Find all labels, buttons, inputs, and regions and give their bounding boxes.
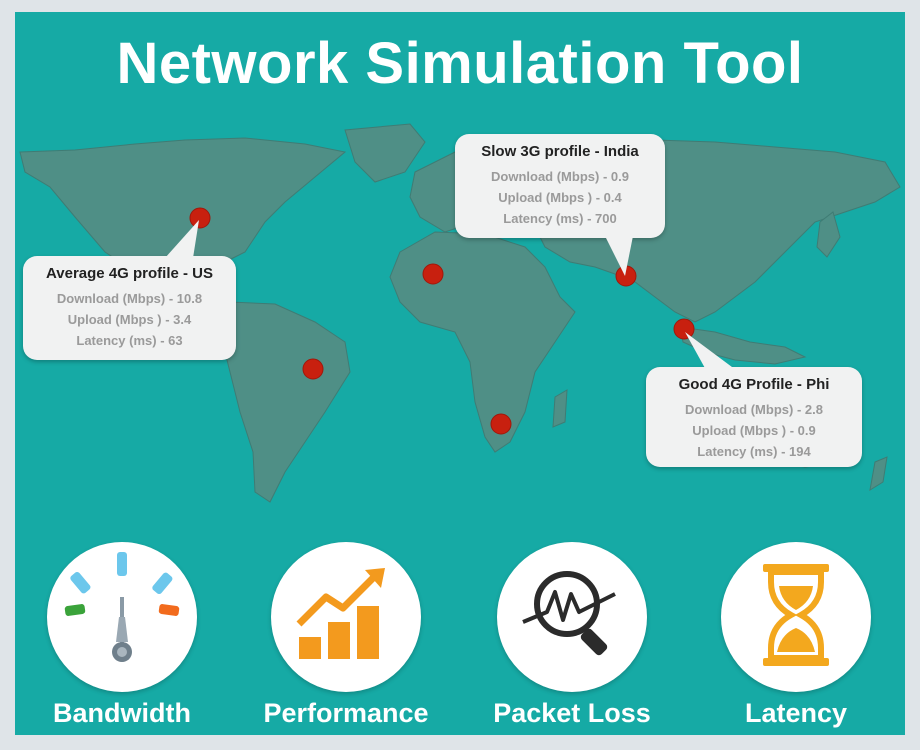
feature-label: Performance (263, 698, 429, 728)
page-title: Network Simulation Tool (116, 31, 804, 96)
profile-latency: Latency (ms) - 194 (697, 444, 811, 459)
continent-south-america (219, 301, 351, 503)
hourglass-icon (763, 564, 829, 666)
feature-icon-circle (721, 542, 871, 692)
continent-africa (389, 231, 576, 453)
feature-label: Latency (744, 698, 848, 728)
island-greenland (344, 123, 426, 183)
profile-heading: Slow 3G profile - India (481, 143, 639, 160)
speed-gauge-icon (64, 552, 180, 662)
location-marker-us (189, 207, 211, 229)
profile-download: Download (Mbps) - 10.8 (56, 291, 203, 306)
profile-callout-philippines: Good 4G Profile - Phi Download (Mbps) - … (646, 367, 862, 467)
feature-label: Bandwidth (53, 698, 191, 728)
island-japan (816, 211, 841, 258)
feature-icon-circle (47, 542, 197, 692)
feature-performance: Performance (241, 542, 451, 729)
callout-pointer-india (605, 236, 633, 276)
island-new-zealand (869, 456, 888, 492)
profile-callout-us: Average 4G profile - US Download (Mbps) … (23, 256, 236, 360)
profile-download: Download (Mbps) - 0.9 (491, 169, 629, 184)
feature-label: Packet Loss (493, 698, 651, 728)
location-marker-brazil (302, 358, 324, 380)
location-marker-south-africa (490, 413, 512, 435)
feature-icon-circle (271, 542, 421, 692)
callout-pointer-philippines (685, 332, 736, 370)
callout-pointer-us (165, 220, 199, 258)
infographic-frame: Network Simulation Tool Average 4G profi… (15, 12, 905, 735)
profile-latency: Latency (ms) - 700 (503, 211, 617, 226)
profile-upload: Upload (Mbps ) - 0.9 (692, 423, 816, 438)
continent-north-america (19, 137, 347, 303)
location-marker-west-africa (422, 263, 444, 285)
island-madagascar (552, 389, 568, 428)
feature-packet-loss: Packet Loss (467, 542, 677, 729)
profile-upload: Upload (Mbps ) - 0.4 (498, 190, 622, 205)
location-marker-philippines (673, 318, 695, 340)
feature-icon-circle (497, 542, 647, 692)
profile-callout-india: Slow 3G profile - India Download (Mbps) … (455, 134, 665, 238)
profile-heading: Good 4G Profile - Phi (678, 376, 830, 393)
magnifier-signal-icon (522, 571, 616, 656)
feature-latency: Latency (691, 542, 901, 729)
profile-heading: Average 4G profile - US (46, 265, 213, 282)
profile-latency: Latency (ms) - 63 (76, 333, 183, 348)
growth-chart-icon (296, 568, 385, 659)
feature-bandwidth: Bandwidth (17, 542, 227, 729)
profile-download: Download (Mbps) - 2.8 (685, 402, 823, 417)
profile-upload: Upload (Mbps ) - 3.4 (67, 312, 192, 327)
